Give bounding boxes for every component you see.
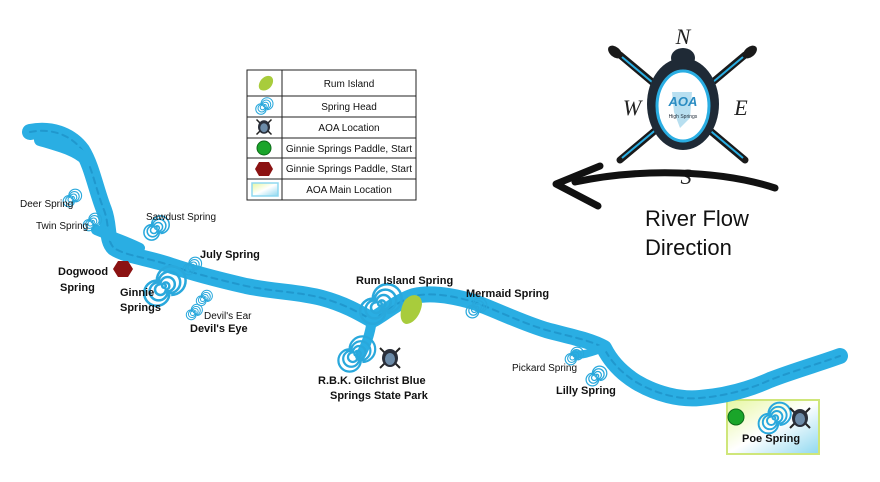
label-july-spring: July Spring bbox=[200, 249, 260, 261]
compass-logo: AOA High Springs N E S W bbox=[608, 24, 757, 189]
rum-island-icon bbox=[258, 75, 274, 91]
label-ginnie-1: Ginnie bbox=[120, 287, 154, 299]
aoa-main-box-icon bbox=[251, 182, 279, 197]
legend-label-red-start: Ginnie Springs Paddle, Start bbox=[286, 164, 412, 175]
aoa-turtle-icon bbox=[255, 118, 273, 136]
legend-label-rum-island: Rum Island bbox=[324, 79, 375, 90]
label-dogwood-2: Spring bbox=[60, 282, 95, 294]
label-twin-spring: Twin Spring bbox=[36, 221, 88, 232]
legend-label-spring-head: Spring Head bbox=[321, 102, 377, 113]
compass-n: N bbox=[675, 24, 692, 49]
legend-label-green-start: Ginnie Springs Paddle, Start bbox=[286, 144, 412, 155]
aoa-turtle-icon bbox=[789, 407, 811, 429]
label-rum-island-spring: Rum Island Spring bbox=[356, 275, 453, 287]
label-deer-spring: Deer Spring bbox=[20, 199, 73, 210]
compass-e: E bbox=[733, 95, 748, 120]
flow-label-line2: Direction bbox=[645, 235, 732, 260]
label-mermaid-spring: Mermaid Spring bbox=[466, 288, 549, 300]
flow-label-line1: River Flow bbox=[645, 206, 749, 231]
red-hexagon-icon bbox=[255, 162, 273, 176]
label-devils-eye: Devil's Eye bbox=[190, 323, 248, 335]
rum-island-icon bbox=[400, 295, 422, 324]
red-hexagon-icon bbox=[113, 261, 133, 277]
spring-head-icon bbox=[185, 303, 203, 321]
green-circle-icon bbox=[256, 140, 272, 156]
compass-logo-text: AOA bbox=[668, 94, 698, 109]
label-ginnie-2: Springs bbox=[120, 302, 161, 314]
label-rbk-1: R.B.K. Gilchrist Blue bbox=[318, 375, 426, 387]
santa-fe-river bbox=[22, 122, 848, 407]
label-dogwood-1: Dogwood bbox=[58, 266, 108, 278]
green-circle-icon bbox=[727, 408, 745, 426]
legend-label-aoa-location: AOA Location bbox=[318, 123, 379, 134]
label-poe-spring: Poe Spring bbox=[742, 433, 800, 445]
river-flow-arrow bbox=[552, 162, 779, 210]
compass-w: W bbox=[623, 95, 643, 120]
legend: Rum Island Spring Head AOA Location Ginn… bbox=[246, 69, 417, 201]
compass-logo-subtext: High Springs bbox=[669, 114, 698, 120]
label-pickard-spring: Pickard Spring bbox=[512, 363, 577, 374]
label-sawdust-spring: Sawdust Spring bbox=[146, 212, 216, 223]
spring-head-icon bbox=[195, 289, 213, 307]
spring-head-icon bbox=[585, 365, 608, 387]
aoa-turtle-icon bbox=[379, 347, 401, 369]
label-rbk-2: Springs State Park bbox=[330, 390, 429, 402]
label-devils-ear: Devil's Ear bbox=[204, 311, 252, 322]
label-lilly-spring: Lilly Spring bbox=[556, 385, 616, 397]
legend-label-aoa-main: AOA Main Location bbox=[306, 185, 392, 196]
